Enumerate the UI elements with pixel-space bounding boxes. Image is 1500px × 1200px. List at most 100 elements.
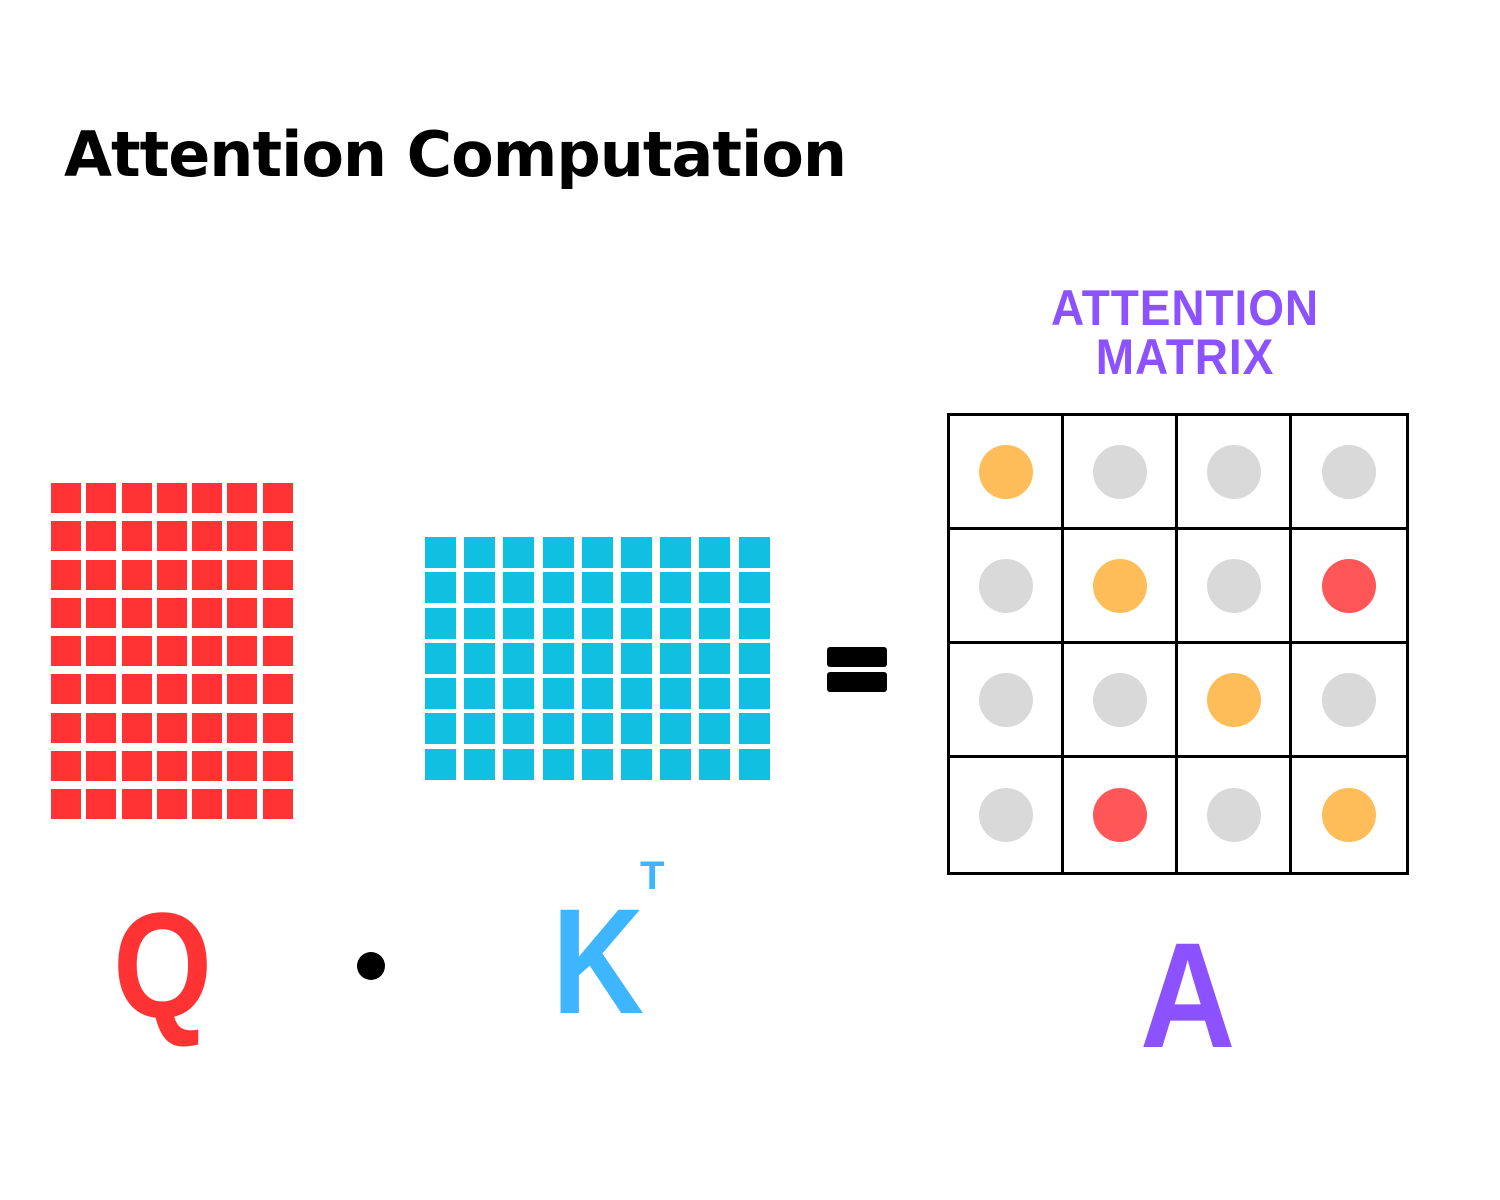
key-matrix-cell bbox=[581, 713, 613, 745]
query-matrix-cell bbox=[192, 636, 223, 667]
key-matrix-cell bbox=[581, 572, 613, 604]
attention-weight-dot-neutral bbox=[1206, 788, 1261, 842]
attention-weight-dot-diagonal bbox=[1092, 558, 1147, 613]
key-matrix-cell bbox=[738, 713, 770, 745]
query-matrix-cell bbox=[156, 559, 187, 590]
key-matrix-cell bbox=[699, 748, 731, 780]
query-matrix-cell bbox=[121, 636, 152, 667]
key-matrix-cell bbox=[503, 537, 535, 568]
query-matrix-cell bbox=[156, 636, 187, 667]
query-matrix-cell bbox=[51, 559, 81, 590]
key-matrix-cell bbox=[738, 537, 770, 568]
query-matrix-cell bbox=[227, 597, 258, 628]
query-matrix-cell bbox=[262, 521, 293, 552]
key-matrix-cell bbox=[699, 607, 731, 639]
query-matrix-cell bbox=[156, 521, 187, 552]
key-matrix-cell bbox=[738, 748, 770, 780]
query-matrix-cell bbox=[192, 521, 223, 552]
attention-matrix-label-line2: MATRIX bbox=[1095, 329, 1275, 385]
key-matrix-cell bbox=[542, 537, 574, 568]
key-matrix-cell bbox=[738, 572, 770, 604]
query-matrix-cell bbox=[86, 712, 117, 743]
attention-weight-dot-diagonal bbox=[1206, 672, 1261, 727]
key-matrix-cell bbox=[660, 713, 692, 745]
key-matrix-cell bbox=[425, 607, 456, 639]
query-matrix-cell bbox=[227, 559, 258, 590]
query-matrix-cell bbox=[121, 674, 152, 705]
query-matrix-cell bbox=[121, 559, 152, 590]
attention-cell bbox=[950, 530, 1064, 644]
query-matrix-cell bbox=[156, 751, 187, 782]
attention-cell bbox=[1292, 530, 1406, 644]
query-matrix-cell bbox=[51, 712, 81, 743]
query-matrix-cell bbox=[121, 597, 152, 628]
attention-matrix bbox=[947, 413, 1409, 875]
key-matrix-cell bbox=[464, 713, 496, 745]
query-matrix-cell bbox=[156, 674, 187, 705]
query-matrix-cell bbox=[51, 597, 81, 628]
query-matrix-cell bbox=[121, 483, 152, 513]
key-matrix-cell bbox=[581, 678, 613, 710]
key-matrix-cell bbox=[503, 713, 535, 745]
query-matrix-cell bbox=[121, 521, 152, 552]
attention-weight-dot-neutral bbox=[978, 558, 1033, 613]
key-matrix-cell bbox=[699, 678, 731, 710]
query-matrix-cell bbox=[51, 789, 81, 820]
key-matrix-cell bbox=[620, 642, 652, 674]
query-matrix-cell bbox=[51, 751, 81, 782]
attention-cell bbox=[950, 758, 1064, 872]
query-matrix-cell bbox=[51, 483, 81, 513]
query-matrix-cell bbox=[192, 674, 223, 705]
query-matrix-cell bbox=[262, 712, 293, 743]
attention-weight-dot-neutral bbox=[1092, 672, 1147, 727]
attention-cell bbox=[950, 416, 1064, 530]
query-matrix-cell bbox=[192, 751, 223, 782]
key-matrix-cell bbox=[699, 572, 731, 604]
query-matrix-cell bbox=[192, 597, 223, 628]
equals-sign-bottom-bar bbox=[827, 672, 887, 692]
attention-weight-dot-neutral bbox=[1206, 558, 1261, 613]
key-matrix-cell bbox=[542, 713, 574, 745]
query-matrix-cell bbox=[262, 636, 293, 667]
key-matrix-cell bbox=[581, 748, 613, 780]
key-matrix-cell bbox=[464, 572, 496, 604]
query-matrix-cell bbox=[227, 712, 258, 743]
query-matrix-cell bbox=[86, 483, 117, 513]
key-matrix-cell bbox=[620, 748, 652, 780]
query-matrix-cell bbox=[227, 674, 258, 705]
attention-cell bbox=[1178, 758, 1292, 872]
query-matrix-cell bbox=[121, 712, 152, 743]
key-matrix-cell bbox=[503, 678, 535, 710]
key-matrix-cell bbox=[660, 572, 692, 604]
attention-cell bbox=[1064, 530, 1178, 644]
attention-weight-dot-neutral bbox=[1206, 444, 1261, 499]
query-matrix-cell bbox=[51, 521, 81, 552]
key-matrix-cell bbox=[620, 537, 652, 568]
key-matrix-cell bbox=[620, 607, 652, 639]
query-matrix-cell bbox=[156, 483, 187, 513]
key-matrix-cell bbox=[464, 537, 496, 568]
query-matrix-cell bbox=[227, 483, 258, 513]
key-matrix-cell bbox=[464, 607, 496, 639]
key-matrix-cell bbox=[542, 607, 574, 639]
equals-sign-top-bar bbox=[827, 647, 887, 667]
query-matrix-cell bbox=[262, 597, 293, 628]
transpose-superscript: T bbox=[640, 854, 665, 898]
key-symbol: K bbox=[552, 877, 645, 1045]
attention-cell bbox=[1292, 758, 1406, 872]
query-matrix-cell bbox=[192, 712, 223, 743]
key-matrix-cell bbox=[620, 572, 652, 604]
query-matrix-cell bbox=[156, 789, 187, 820]
key-matrix-cell bbox=[425, 748, 456, 780]
query-matrix-cell bbox=[156, 712, 187, 743]
attention-cell bbox=[1292, 644, 1406, 758]
query-matrix-cell bbox=[192, 789, 223, 820]
key-matrix-cell bbox=[425, 572, 456, 604]
key-matrix-cell bbox=[699, 537, 731, 568]
query-matrix-cell bbox=[86, 636, 117, 667]
attention-cell bbox=[1178, 530, 1292, 644]
key-matrix-cell bbox=[660, 607, 692, 639]
attention-cell bbox=[1064, 416, 1178, 530]
key-matrix-cell bbox=[660, 642, 692, 674]
key-matrix-cell bbox=[699, 713, 731, 745]
